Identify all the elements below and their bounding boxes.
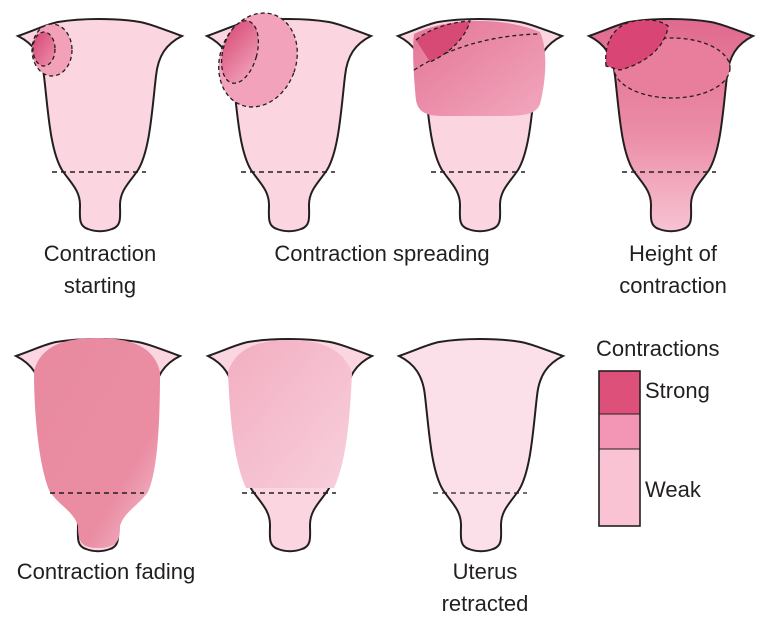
uterus-retracted	[396, 337, 566, 553]
caption-contraction-starting: Contraction starting	[30, 238, 170, 302]
uterus-contraction-fading	[13, 337, 183, 553]
uterus-height-of-contraction	[586, 17, 756, 233]
uterus-contraction-spreading-late	[395, 17, 565, 233]
uterus-contraction-spreading-early	[204, 12, 374, 233]
legend-title: Contractions	[596, 336, 720, 361]
uterus-contraction-faint	[205, 337, 375, 553]
caption-line: Contraction	[43, 241, 157, 266]
caption-contraction-spreading: Contraction spreading	[262, 238, 502, 270]
caption-line: contraction	[619, 273, 727, 298]
caption-height-of-contraction: Height of contraction	[608, 238, 738, 302]
caption-line: Contraction spreading	[274, 241, 490, 266]
legend-swatch-weak	[599, 449, 640, 526]
legend-label-weak: Weak	[645, 477, 701, 502]
caption-line: starting	[63, 273, 137, 298]
caption-line: retracted	[441, 591, 529, 616]
legend-swatch-strong	[599, 371, 640, 414]
legend-scale	[598, 370, 641, 527]
caption-uterus-retracted: Uterus retracted	[430, 556, 540, 620]
legend-swatch-medium	[599, 414, 640, 449]
uterus-contraction-starting	[15, 17, 185, 233]
caption-line: Height of	[628, 241, 718, 266]
caption-line: Uterus	[452, 559, 518, 584]
legend-label-strong: Strong	[645, 378, 710, 403]
caption-contraction-fading: Contraction fading	[6, 556, 206, 588]
caption-line: Contraction fading	[16, 559, 196, 584]
